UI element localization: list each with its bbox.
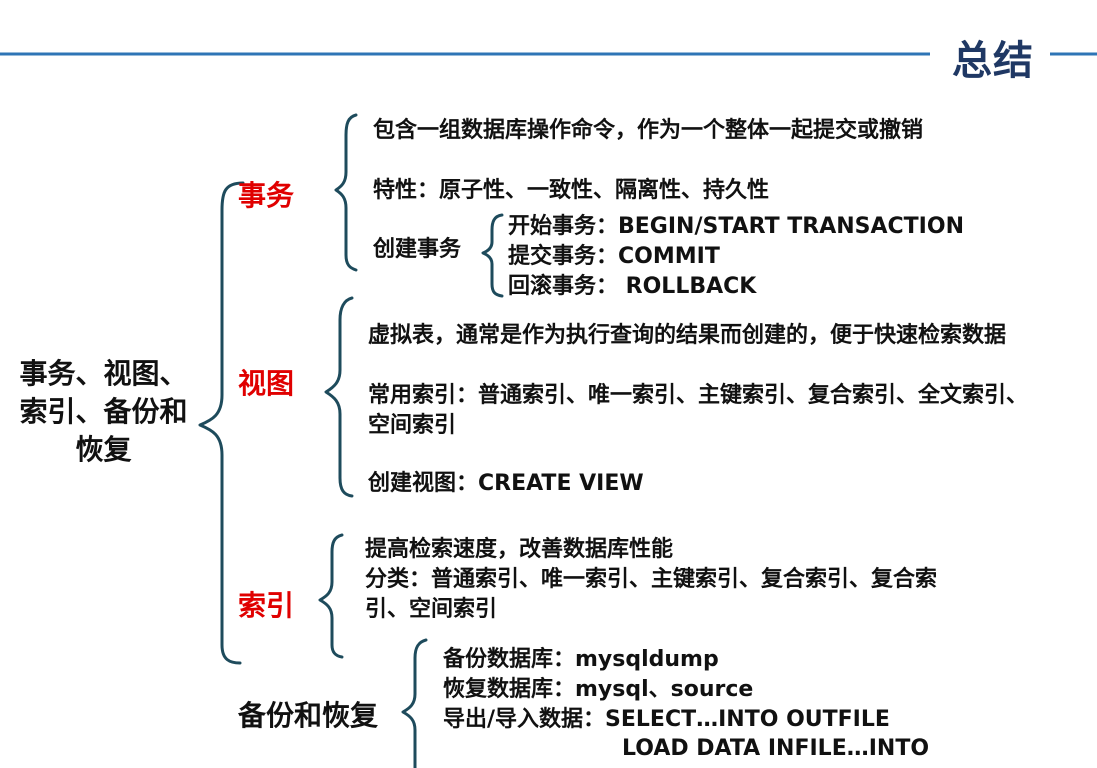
- root-line-1: 事务、视图、: [19, 357, 188, 390]
- view-item-3: 创建视图：CREATE VIEW: [368, 471, 644, 496]
- backup-item-2: 恢复数据库：mysql、source: [443, 677, 754, 702]
- view-label: 视图: [238, 367, 295, 400]
- create-transaction-brace: [481, 213, 504, 298]
- create-transaction-label: 创建事务: [373, 237, 462, 262]
- index-item-2: 分类：普通索引、唯一索引、主键索引、复合索引、复合索: [365, 567, 938, 592]
- backup-brace: [401, 638, 428, 768]
- index-item-2-cont: 引、空间索引: [365, 597, 498, 622]
- transaction-item-2: 特性：原子性、一致性、隔离性、持久性: [373, 178, 770, 203]
- view-brace: [324, 296, 354, 498]
- transaction-brace: [334, 113, 358, 272]
- transaction-item-1: 包含一组数据库操作命令，作为一个整体一起提交或撤销: [373, 118, 924, 143]
- view-item-1: 虚拟表，通常是作为执行查询的结果而创建的，便于快速检索数据: [368, 323, 1007, 348]
- rollback-item: 回滚事务： ROLLBACK: [508, 274, 757, 299]
- index-brace: [318, 533, 344, 659]
- root-line-2: 索引、备份和: [19, 395, 188, 428]
- view-item-2: 常用索引：普通索引、唯一索引、主键索引、复合索引、全文索引、: [368, 383, 1029, 408]
- view-item-2-cont: 空间索引: [368, 413, 457, 438]
- backup-item-1: 备份数据库：mysqldump: [443, 647, 719, 672]
- backup-item-3: 导出/导入数据：SELECT…INTO OUTFILE: [443, 707, 890, 732]
- backup-item-4: LOAD DATA INFILE…INTO: [622, 736, 930, 761]
- begin-transaction-item: 开始事务：BEGIN/START TRANSACTION: [508, 214, 964, 239]
- root-brace: [198, 181, 245, 665]
- root-node: 事务、视图、 索引、备份和 恢复: [6, 355, 201, 469]
- commit-item: 提交事务：COMMIT: [508, 244, 720, 269]
- transaction-label: 事务: [238, 179, 295, 212]
- index-item-1: 提高检索速度，改善数据库性能: [365, 537, 674, 562]
- root-line-3: 恢复: [75, 433, 132, 466]
- index-label: 索引: [238, 589, 295, 622]
- backup-label: 备份和恢复: [238, 699, 379, 732]
- page-title: 总结: [952, 38, 1034, 84]
